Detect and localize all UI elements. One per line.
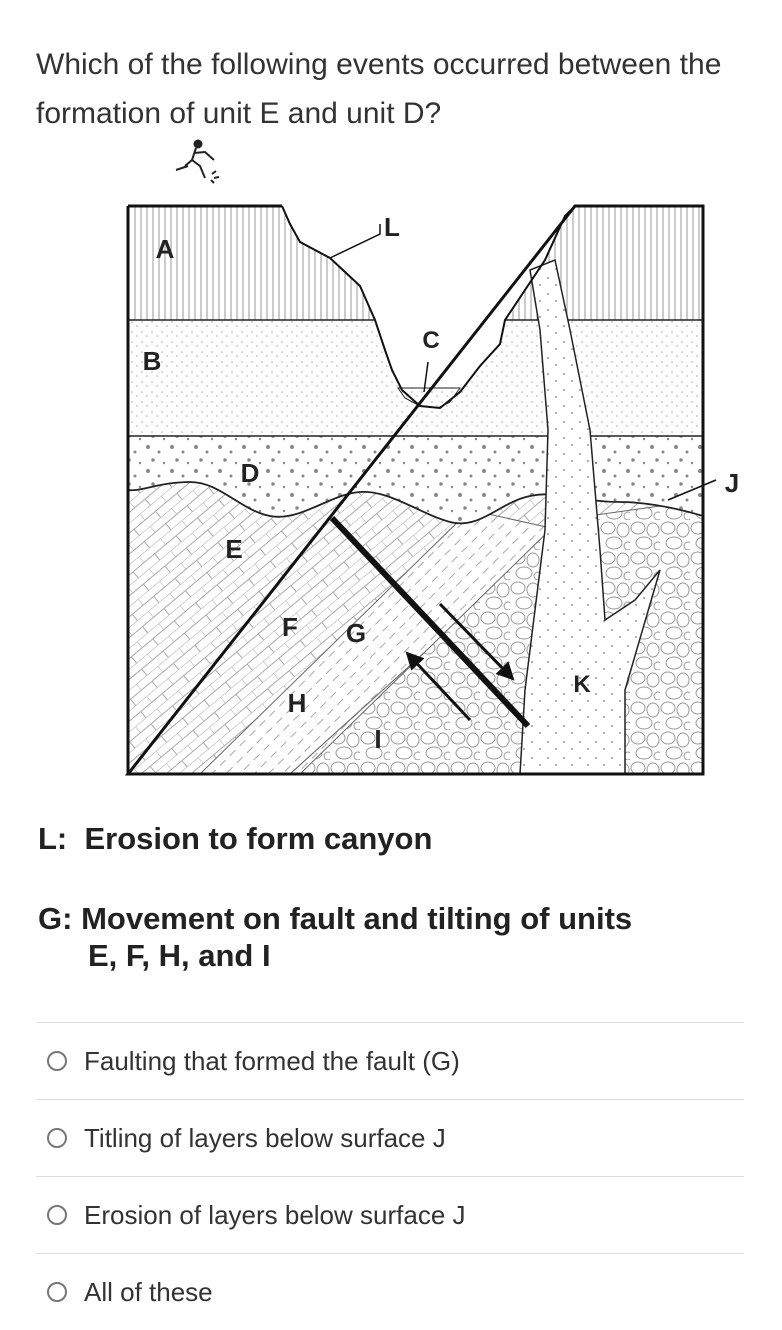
- unconformity-j-surface: [128, 481, 703, 525]
- label-k: K: [573, 671, 591, 698]
- unit-a-rock-layer: [128, 206, 375, 320]
- radio-button-icon[interactable]: [47, 1051, 67, 1071]
- legend-l: L: Erosion to form canyon: [38, 821, 432, 857]
- answer-options: Faulting that formed the fault (G) Titli…: [36, 1022, 744, 1330]
- fault-motion-arrow-up: [405, 651, 472, 722]
- label-d: D: [241, 458, 260, 488]
- label-a: A: [156, 234, 175, 264]
- label-i: I: [374, 724, 381, 754]
- igneous-intrusion-k: [519, 258, 661, 774]
- label-c: C: [422, 327, 439, 354]
- question-text: Which of the following events occurred b…: [36, 48, 722, 130]
- answer-option-2[interactable]: Titling of layers below surface J: [36, 1099, 744, 1176]
- option-label: Erosion of layers below surface J: [84, 1199, 466, 1230]
- radio-button-icon[interactable]: [47, 1128, 67, 1148]
- radio-button-icon[interactable]: [47, 1205, 67, 1225]
- radio-button-icon[interactable]: [47, 1282, 67, 1302]
- geologic-cross-section-diagram: A B L C D E F G H I J K: [124, 139, 739, 776]
- legend-g-text-line2: E, F, H, and I: [88, 938, 271, 973]
- option-label: Titling of layers below surface J: [84, 1122, 446, 1153]
- label-b: B: [143, 346, 162, 376]
- fault-g-line: [329, 515, 531, 729]
- label-f: F: [282, 612, 298, 642]
- label-j: J: [725, 468, 739, 498]
- legend-l-text: Erosion to form canyon: [84, 821, 433, 856]
- legend-g-text-line1: Movement on fault and tilting of units: [81, 901, 633, 936]
- label-e: E: [225, 534, 242, 564]
- legend-g: G: Movement on fault and tilting of unit…: [38, 900, 738, 974]
- answer-option-1[interactable]: Faulting that formed the fault (G): [36, 1022, 744, 1099]
- answer-option-4[interactable]: All of these: [36, 1253, 744, 1330]
- legend-l-key: L:: [38, 821, 68, 856]
- geologist-hammer-icon: [175, 139, 220, 184]
- legend-g-key: G:: [38, 901, 73, 936]
- canyon-l: [282, 206, 575, 408]
- label-g: G: [346, 618, 366, 648]
- option-label: All of these: [84, 1276, 213, 1307]
- answer-option-3[interactable]: Erosion of layers below surface J: [36, 1176, 744, 1253]
- label-h: H: [288, 688, 307, 718]
- fault-motion-arrow-down: [438, 602, 515, 681]
- option-label: Faulting that formed the fault (G): [84, 1045, 460, 1076]
- label-l: L: [384, 212, 400, 242]
